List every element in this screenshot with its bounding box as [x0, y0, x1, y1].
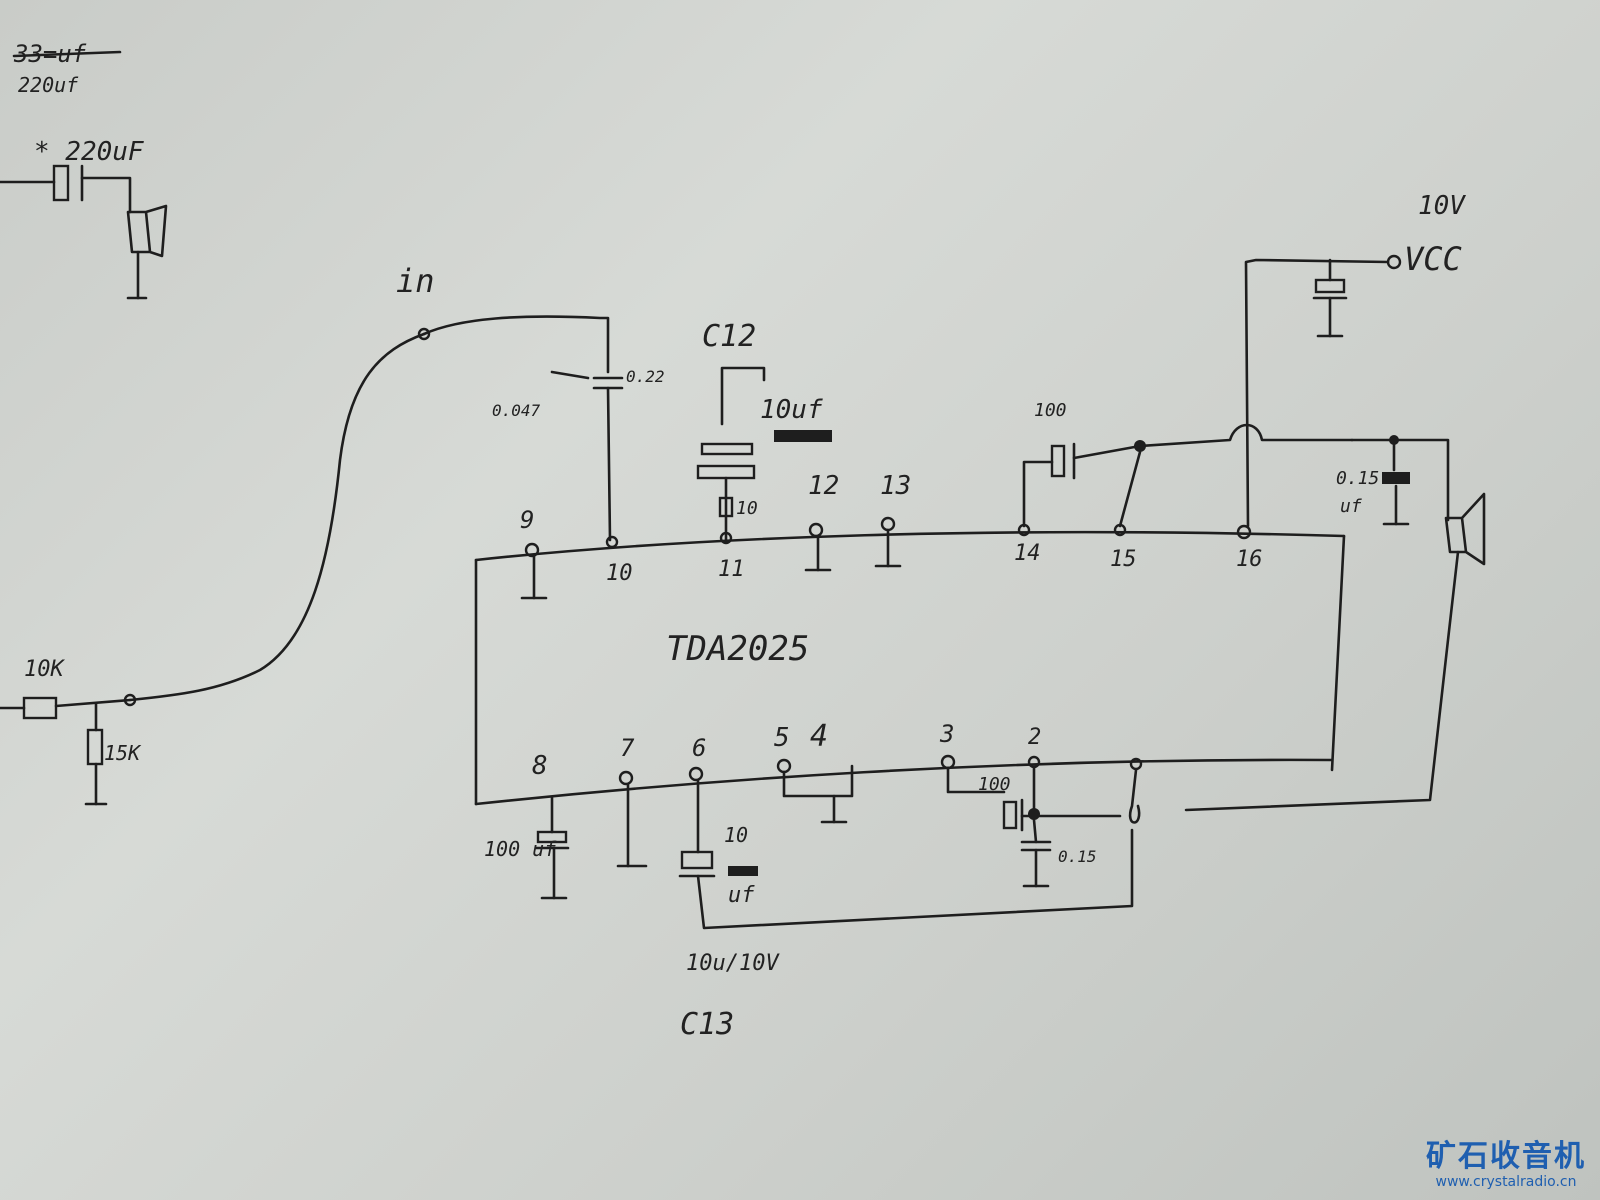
- pin-label-10: 10: [606, 561, 633, 586]
- c6-value-a: 10: [724, 823, 748, 847]
- watermark-url: www.crystalradio.cn: [1435, 1174, 1577, 1190]
- vcc-terminal[interactable]: [1386, 254, 1402, 270]
- pin-10[interactable]: [605, 535, 619, 549]
- pin-label-14: 14: [1014, 541, 1041, 566]
- c13-name: C13: [680, 1007, 734, 1042]
- c12-body: [700, 442, 754, 456]
- pin-5-4-bridge: [782, 764, 854, 798]
- pin-label-11: 11: [718, 557, 745, 582]
- pin-label-6: 6: [692, 734, 706, 762]
- cap-220u-wire-right: [80, 176, 132, 214]
- pin-label-13: 13: [880, 471, 911, 501]
- pin-9[interactable]: [524, 542, 540, 558]
- output-wire-right: [1350, 438, 1450, 522]
- c6-value-b: uf: [728, 883, 755, 908]
- resistor-10k-label: 10K: [24, 657, 65, 682]
- input-terminal[interactable]: [417, 327, 431, 341]
- pin-16[interactable]: [1236, 524, 1252, 540]
- pin-label-5: 5: [774, 723, 790, 753]
- c16-value-a: 0.15: [1336, 468, 1379, 489]
- c16-body: [1382, 472, 1410, 484]
- pin-label-8: 8: [532, 751, 548, 781]
- pin-3-wire: [946, 766, 1006, 794]
- chip-pins-bottom: 8 100 uf 7 6 10 uf 5 4 3 2: [484, 719, 1143, 930]
- cap-220u-label: * 220uF: [34, 137, 145, 167]
- speaker-icon: [1444, 492, 1486, 566]
- pin-3[interactable]: [940, 754, 956, 770]
- pin-7[interactable]: [618, 770, 634, 786]
- resistor-15k-label: 15K: [104, 741, 142, 765]
- supply-name: VCC: [1404, 240, 1462, 278]
- pin-label-4: 4: [810, 719, 828, 754]
- pin-label-16: 16: [1236, 547, 1263, 572]
- note-sub: 220uf: [18, 73, 79, 97]
- c16-value-b: uf: [1340, 496, 1362, 517]
- watermark-logo: 矿石收音机 www.crystalradio.cn: [1426, 1139, 1586, 1191]
- cap-220u-body: [52, 164, 70, 202]
- input-jack-node[interactable]: [123, 693, 137, 707]
- pin-label-12: 12: [808, 471, 839, 501]
- pin-5[interactable]: [776, 758, 792, 774]
- pin1-crossover: [1128, 768, 1141, 824]
- pin-label-2: 2: [1028, 725, 1041, 750]
- pin-label-9: 9: [520, 506, 534, 534]
- c10-wire-down: [606, 386, 612, 542]
- speaker-small-icon: [126, 204, 168, 258]
- c10-arrow: [550, 370, 590, 380]
- c13-value: 10u/10V: [686, 951, 780, 976]
- chip-name: TDA2025: [666, 629, 809, 669]
- c13-loop-wire: [696, 828, 1134, 930]
- c2b-value: 0.15: [1058, 847, 1097, 866]
- pin-6[interactable]: [688, 766, 704, 782]
- c6-scribble: [728, 866, 758, 876]
- pin11-value: 10: [736, 498, 758, 519]
- c8-body: [536, 830, 568, 844]
- c12-body-2: [696, 464, 756, 480]
- c14-body: [1050, 444, 1066, 478]
- input-wire-to-cap: [422, 315, 610, 374]
- vcc-wire: [1244, 258, 1390, 528]
- c2-body: [1002, 800, 1018, 830]
- c12-name: C12: [702, 319, 756, 354]
- pin-label-7: 7: [620, 734, 635, 762]
- c10-value-a: 0.047: [492, 401, 541, 420]
- c14-wire-left: [1022, 460, 1054, 528]
- c14-wire-right: [1072, 444, 1142, 460]
- chip-right-edge: [1330, 534, 1346, 772]
- pin11-cap-body: [718, 496, 734, 518]
- resistor-10k-wire-right: [54, 698, 132, 708]
- vcc-cap-body: [1314, 278, 1346, 294]
- supply-voltage: 10V: [1418, 191, 1466, 221]
- c10-value-b: 0.22: [626, 367, 665, 386]
- c12-wire-top: [720, 366, 766, 426]
- c12-scribble: [774, 430, 832, 442]
- pin-label-15: 15: [1110, 547, 1137, 572]
- c2-value: 100: [978, 774, 1011, 795]
- watermark-title: 矿石收音机: [1426, 1139, 1586, 1174]
- note-strike-line: [12, 50, 122, 58]
- resistor-10k-body: [22, 696, 58, 720]
- pin-label-3: 3: [939, 720, 954, 748]
- chip-bottom-edge: [474, 758, 1334, 806]
- node-c2: [1028, 808, 1040, 820]
- c14-value: 100: [1034, 400, 1067, 421]
- pin-12[interactable]: [808, 522, 824, 538]
- speaker-return-wire: [1184, 550, 1460, 812]
- pin-11[interactable]: [719, 531, 733, 545]
- resistor-15k-body: [86, 728, 104, 766]
- c2b-wire: [1032, 818, 1038, 844]
- input-wire: [128, 332, 426, 702]
- pin15-wire: [1118, 450, 1142, 528]
- input-label: in: [396, 262, 435, 300]
- chip-top-edge: [474, 530, 1346, 562]
- c12-value: 10uf: [760, 395, 823, 425]
- c8-value: 100 uf: [484, 837, 557, 861]
- chip-pins-top: 9 10 11 12 13 14 15 16: [520, 471, 1263, 600]
- pin-13[interactable]: [880, 516, 896, 532]
- c6-body: [680, 850, 714, 870]
